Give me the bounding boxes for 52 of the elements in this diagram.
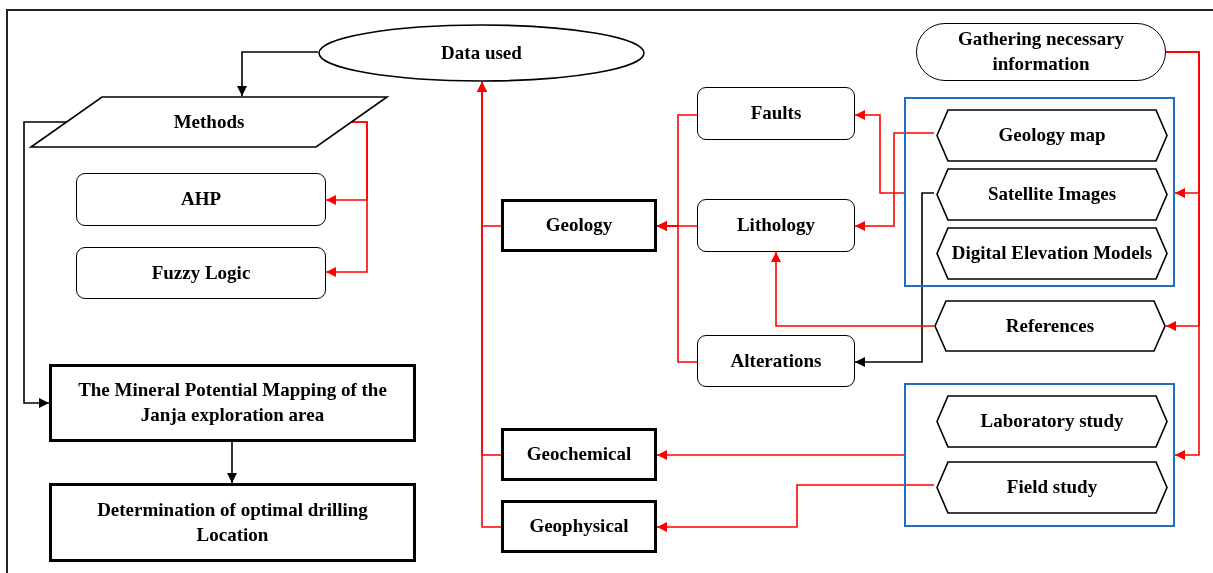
node-label: Laboratory study [979, 409, 1125, 434]
process-box [501, 500, 657, 553]
process-box [49, 483, 416, 562]
node-label: Data used [440, 40, 523, 65]
rounded-box [697, 87, 855, 140]
arrow [656, 484, 935, 532]
node-label: Geology [544, 213, 614, 238]
node-label: Digital Elevation Models [950, 241, 1154, 266]
arrow [854, 192, 935, 367]
arrow [656, 450, 905, 460]
process-box [49, 364, 416, 442]
arrow [237, 51, 319, 97]
group-box [904, 383, 1175, 527]
node-label: Fuzzy Logic [150, 260, 252, 285]
hexagon-node [936, 461, 1168, 514]
process-box [501, 428, 657, 481]
rounded-box [76, 173, 326, 226]
rounded-box [76, 247, 326, 299]
group-box [904, 97, 1175, 287]
arrow [854, 132, 935, 231]
node-label: Geology map [997, 123, 1107, 148]
hexagon-node [936, 227, 1168, 280]
node-label: Geophysical [528, 514, 630, 539]
node-label: Satellite Images [986, 182, 1118, 207]
arrow [771, 251, 935, 327]
node-label: AHP [179, 187, 223, 212]
arrow [854, 110, 905, 194]
arrow [656, 221, 698, 363]
node-label: Methods [172, 109, 246, 134]
process-box [501, 199, 657, 252]
arrow [227, 441, 237, 484]
node-label: Alterations [729, 348, 823, 373]
hexagon-node [936, 109, 1168, 162]
hexagon-node [936, 395, 1168, 448]
node-label: Determination of optimal drilling Location [96, 497, 369, 547]
arrow [325, 121, 368, 277]
arrow [23, 121, 67, 408]
arrow [1165, 51, 1200, 460]
node-label: Geochemical [525, 442, 633, 467]
rounded-box [697, 335, 855, 387]
node-label: Faults [749, 101, 803, 126]
node-label: The Mineral Potential Mapping of the Janja exploration area [77, 378, 388, 427]
parallelogram-node [30, 96, 388, 148]
rounded-box [697, 199, 855, 252]
node-label: Field study [1005, 475, 1099, 500]
node-label: References [1004, 313, 1096, 338]
ellipse-node [318, 24, 645, 82]
arrow [477, 81, 502, 528]
node-label: Gathering necessary information [956, 27, 1126, 76]
hexagon-node [936, 168, 1168, 221]
hexagon-node [934, 300, 1166, 352]
node-label: Lithology [735, 213, 817, 238]
